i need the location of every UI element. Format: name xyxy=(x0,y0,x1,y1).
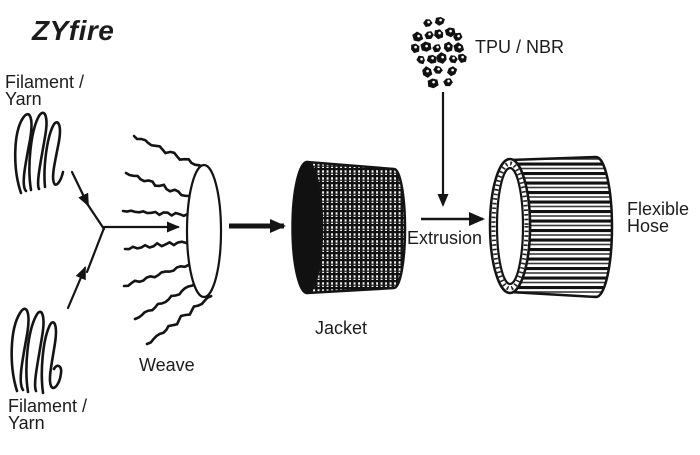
tpu-pellet xyxy=(434,29,444,40)
tpu-pellet-highlight xyxy=(452,56,455,60)
label-flexible-hose-line2: Hose xyxy=(627,216,669,236)
weave-fibre xyxy=(145,294,213,346)
yarn-scribble-top xyxy=(13,111,65,195)
tpu-pellet-highlight xyxy=(417,34,420,38)
label-extrusion: Extrusion xyxy=(407,228,482,248)
tpu-pellet-highlight xyxy=(431,56,434,60)
label-filament-yarn-top-line1: Filament / xyxy=(5,72,84,92)
tpu-pellet-highlight xyxy=(427,20,430,24)
weave-fibres xyxy=(121,134,213,346)
label-weave: Weave xyxy=(139,355,195,375)
tpu-pellet xyxy=(432,44,441,53)
label-filament-yarn-bottom-line1: Filament / xyxy=(8,396,87,416)
yarn-converge-arrows xyxy=(66,170,180,310)
tpu-pellet-highlight xyxy=(449,29,452,33)
tpu-pellet xyxy=(458,53,467,63)
label-flexible-hose: Flexible Hose xyxy=(627,199,689,236)
tpu-pellet-highlight xyxy=(458,45,461,49)
label-flexible-hose-line1: Flexible xyxy=(627,199,689,219)
tpu-pellet-highlight xyxy=(426,69,429,73)
tpu-pellet-highlight xyxy=(441,55,444,59)
tpu-pellet-highlight xyxy=(447,44,450,48)
tpu-pellet xyxy=(423,19,433,27)
weave-ellipse xyxy=(185,163,223,299)
tpu-pellets xyxy=(411,17,467,89)
hose-opening-ring xyxy=(491,161,529,291)
tpu-pellet xyxy=(436,52,447,64)
label-jacket: Jacket xyxy=(315,318,367,338)
tpu-pellet-highlight xyxy=(428,32,431,36)
jacket-cylinder xyxy=(291,160,407,295)
hose-opening-inner xyxy=(495,166,525,286)
jacket-end-cap xyxy=(291,160,323,295)
tpu-pellet-highlight xyxy=(439,18,442,22)
arrow-yarn-top xyxy=(70,170,90,207)
weave-fibre xyxy=(133,277,204,321)
tpu-pellet xyxy=(426,54,437,64)
tpu-pellet-highlight xyxy=(425,44,428,48)
flexible-hose-cylinder xyxy=(488,155,614,299)
label-filament-yarn-top-line2: Yarn xyxy=(5,89,42,109)
tpu-pellet-highlight xyxy=(447,79,450,83)
tpu-pellet-highlight xyxy=(451,68,454,72)
arrow-yarn-top-tail xyxy=(84,200,106,231)
tpu-pellet xyxy=(427,78,439,89)
weave-fibre xyxy=(121,209,194,218)
weave-fibre xyxy=(132,134,208,171)
tpu-pellet-highlight xyxy=(461,55,464,59)
tpu-pellet xyxy=(434,17,445,26)
weave-fibre xyxy=(123,239,196,251)
tpu-pellet xyxy=(444,27,456,38)
tpu-pellet-highlight xyxy=(432,80,435,84)
arrow-yarn-bottom-tail xyxy=(85,226,106,274)
arrow-yarn-bottom xyxy=(66,266,87,310)
tpu-pellet-highlight xyxy=(437,67,440,71)
label-filament-yarn-bottom-line2: Yarn xyxy=(8,413,45,433)
weave-fibre xyxy=(122,260,198,288)
label-filament-yarn-top: Filament / Yarn xyxy=(5,72,84,109)
tpu-pellet-highlight xyxy=(457,34,460,38)
tpu-pellet-highlight xyxy=(438,31,441,35)
zyfire-logo: ZYfire xyxy=(31,15,114,46)
tpu-pellet-highlight xyxy=(414,45,417,49)
tpu-pellet-highlight xyxy=(420,57,423,61)
label-filament-yarn-bottom: Filament / Yarn xyxy=(8,396,87,433)
yarn-scribble-bottom xyxy=(10,307,63,395)
tpu-pellet-highlight xyxy=(436,45,439,49)
weave-fibre xyxy=(124,171,195,199)
label-tpu-nbr: TPU / NBR xyxy=(475,37,564,57)
